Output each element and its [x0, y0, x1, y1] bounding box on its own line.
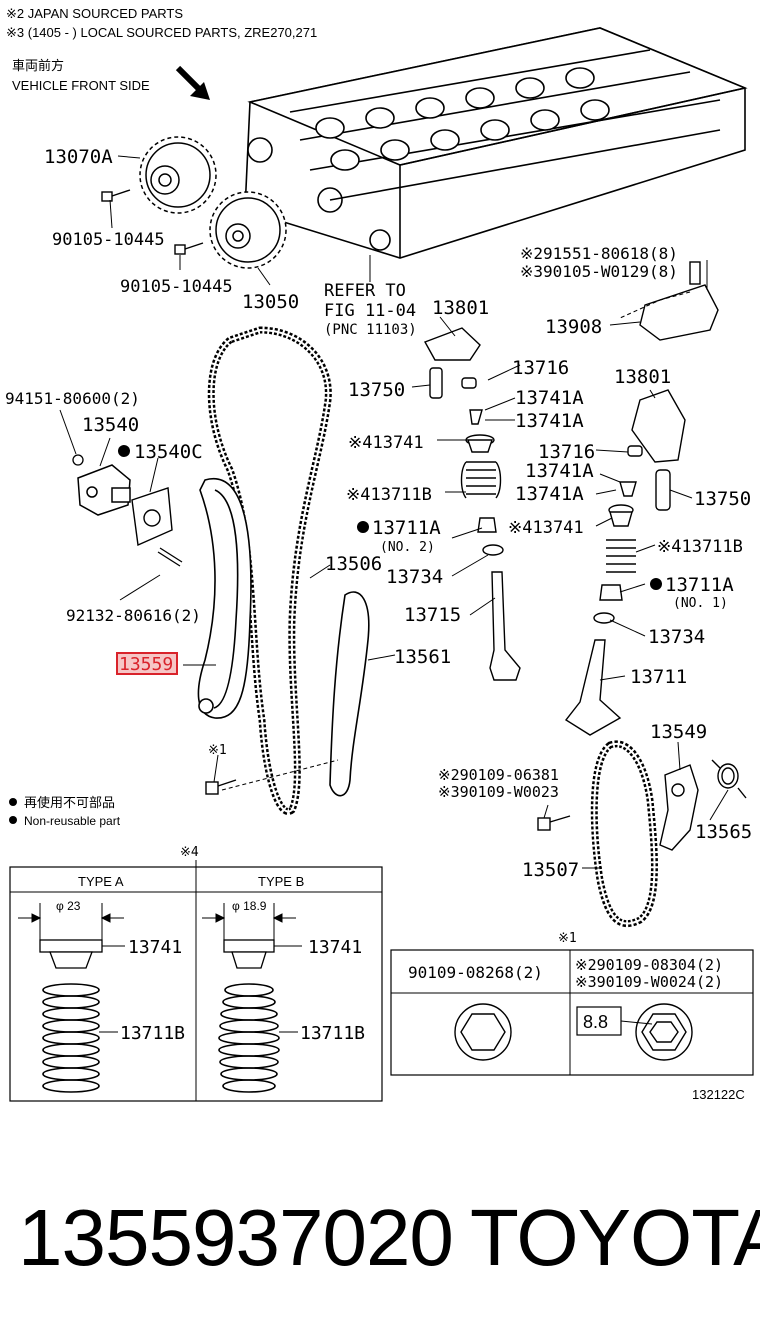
type-table: TYPE A TYPE B φ 23 φ 18.9 13741	[9, 860, 383, 1102]
valve-train-right	[564, 261, 719, 736]
brand-name: TOYOTA	[470, 1193, 760, 1282]
refer-line-2: FIG 11-04	[324, 301, 416, 321]
figure-id: 132122C	[692, 1087, 745, 1102]
chain-tensioner-arm-icon	[197, 477, 252, 719]
bolt-icon	[101, 189, 204, 255]
chain-tensioner-icon	[77, 464, 131, 516]
callout-13565: 13565	[695, 821, 752, 843]
bolt-table: 90109-08268(2) ※290109-08304(2) ※390109-…	[390, 949, 754, 1076]
callout-x4-13711b-a: ※413711B	[346, 485, 432, 505]
callout-90105-b: 90105-10445	[120, 277, 233, 297]
part-number-footer: 1355937020 TOYOTA	[0, 1180, 760, 1290]
callout-13507: 13507	[522, 859, 579, 881]
callout-13734-b: 13734	[648, 626, 705, 648]
callout-90109-w0023: ※390109-W0023	[438, 783, 559, 801]
intake-sprocket-icon	[139, 136, 217, 214]
callout-13908: 13908	[545, 316, 602, 338]
x1-mark-left: ※1	[208, 743, 227, 758]
legend-jp: 再使用不可部品	[24, 795, 115, 810]
callout-13741a-1: 13741A	[515, 387, 584, 409]
non-reusable-dot-icon	[118, 445, 662, 590]
dim-a: φ 23	[56, 899, 81, 913]
callout-13741a-4: 13741A	[515, 483, 584, 505]
callout-13801-a: 13801	[432, 297, 489, 319]
stud-bolt-icon	[157, 547, 183, 567]
tensioner-spring-icon	[711, 759, 747, 799]
valve-train-center	[423, 327, 521, 681]
callout-x4-13741-a: ※413741	[348, 433, 424, 453]
callout-x4-13711b-b: ※413711B	[657, 537, 743, 557]
callout-13715: 13715	[404, 604, 461, 626]
type-b-13711b: 13711B	[300, 1023, 365, 1044]
bolt-col2-label-a: ※290109-08304(2)	[575, 956, 723, 974]
bolt-grade-label: 8.8	[583, 1012, 608, 1032]
callout-13561: 13561	[394, 646, 451, 668]
callout-13559-highlighted: 13559	[119, 654, 173, 675]
callout-13750-a: 13750	[348, 379, 405, 401]
callout-13711a-b: 13711A	[665, 574, 734, 596]
chain-guide-icon	[329, 591, 370, 797]
vehicle-front-en: VEHICLE FRONT SIDE	[12, 78, 150, 93]
highlight-box	[116, 652, 178, 675]
graded-bolt-head-icon	[635, 1003, 693, 1061]
leader-lines	[59, 155, 729, 869]
callout-94151: 94151-80600(2)	[5, 389, 140, 408]
callout-13750-b: 13750	[694, 488, 751, 510]
type-a-13711b: 13711B	[120, 1023, 185, 1044]
cylinder-head-icon	[244, 27, 748, 259]
note-japan-sourced: ※2 JAPAN SOURCED PARTS	[6, 6, 183, 21]
callout-13549: 13549	[650, 721, 707, 743]
callout-13741a-2: 13741A	[515, 410, 584, 432]
type-b-header: TYPE B	[258, 874, 304, 889]
legend-dot-icon	[9, 798, 17, 806]
callout-13716-a: 13716	[512, 357, 569, 379]
callout-13540: 13540	[82, 414, 139, 436]
dim-b: φ 18.9	[232, 899, 267, 913]
callout-13801-b: 13801	[614, 366, 671, 388]
callout-92132: 92132-80616(2)	[66, 606, 201, 625]
gasket-icon	[131, 487, 173, 547]
callout-13711: 13711	[630, 666, 687, 688]
bolt-icon	[72, 454, 84, 466]
exhaust-sprocket-icon	[209, 191, 287, 269]
valve-spring-icon	[218, 983, 280, 1093]
callout-13050: 13050	[242, 291, 299, 313]
legend-dot-icon	[9, 816, 17, 824]
callout-13540c: 13540C	[134, 441, 203, 463]
type-a-header: TYPE A	[78, 874, 124, 889]
oil-pump-tensioner-icon	[659, 764, 699, 851]
x4-mark: ※4	[180, 845, 199, 860]
refer-line-1: REFER TO	[324, 281, 406, 301]
callout-90109-06381: ※290109-06381	[438, 766, 559, 784]
callout-13070a: 13070A	[44, 146, 113, 168]
front-arrow-icon	[175, 65, 210, 100]
note-local-sourced: ※3 (1405 - ) LOCAL SOURCED PARTS, ZRE270…	[6, 25, 317, 40]
type-b-13741: 13741	[308, 937, 362, 958]
callout-13711a-a-sub: (NO. 2)	[380, 540, 435, 555]
callout-13506: 13506	[325, 553, 382, 575]
vehicle-front-jp: 車両前方	[12, 58, 64, 73]
callout-13711a-b-sub: (NO. 1)	[673, 596, 728, 611]
valve-spring-icon	[42, 983, 100, 1093]
legend-en: Non-reusable part	[24, 814, 121, 828]
callout-13734-a: 13734	[386, 566, 443, 588]
callout-x4-13741-b: ※413741	[508, 518, 584, 538]
plain-bolt-head-icon	[454, 1003, 512, 1061]
callout-90105-a: 90105-10445	[52, 230, 165, 250]
callout-91551: ※291551-80618(8)	[520, 244, 678, 263]
callout-90105-w0129: ※390105-W0129(8)	[520, 262, 678, 281]
refer-line-3: (PNC 11103)	[324, 322, 417, 338]
part-number: 1355937020	[18, 1193, 454, 1282]
callout-13741a-3: 13741A	[525, 460, 594, 482]
bolt-col2-label-b: ※390109-W0024(2)	[575, 973, 723, 991]
bolt-col1-label: 90109-08268(2)	[408, 963, 543, 982]
callout-13716-b: 13716	[538, 441, 595, 463]
callout-13711a-a: 13711A	[372, 517, 441, 539]
type-a-13741: 13741	[128, 937, 182, 958]
x1-mark-table: ※1	[558, 931, 577, 946]
